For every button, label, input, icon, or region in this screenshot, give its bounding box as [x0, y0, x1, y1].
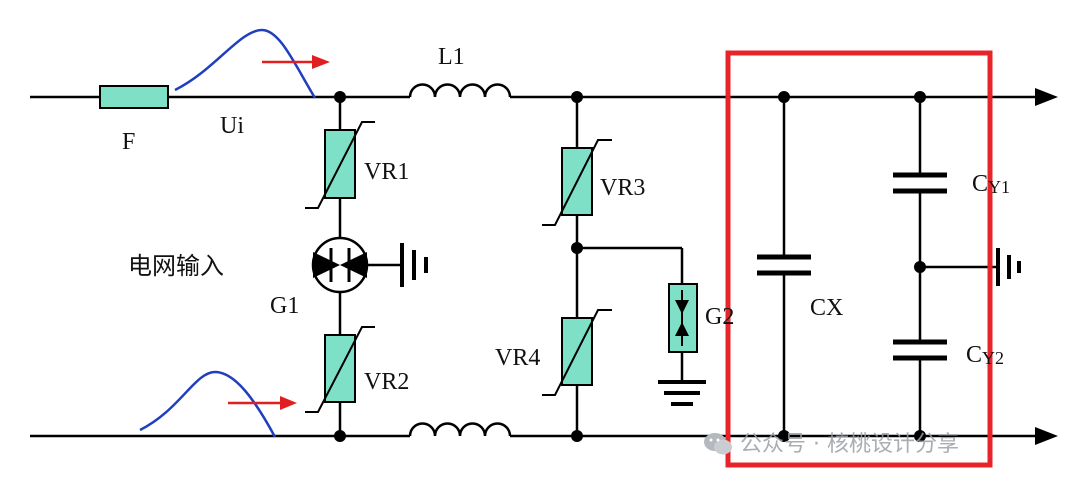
- wechat-icon: [703, 432, 733, 456]
- label-vr4: VR4: [495, 345, 541, 371]
- label-grid-input: 电网输入: [128, 252, 224, 280]
- y-ground: [920, 248, 1021, 286]
- inductor-top: [408, 83, 512, 98]
- label-fuse: F: [122, 129, 136, 155]
- label-g2: G2: [705, 304, 735, 330]
- label-cy1-prefix: C: [972, 171, 989, 197]
- label-cx: CX: [810, 295, 844, 321]
- surge-arrow-bottom: [228, 396, 297, 410]
- label-l1: L1: [438, 44, 465, 70]
- label-cy2-prefix: C: [966, 342, 983, 368]
- label-vr3: VR3: [600, 175, 646, 201]
- bottom-rail-arrow: [1035, 427, 1058, 445]
- gas-tube-g2: [658, 283, 706, 406]
- label-ui: Ui: [220, 113, 244, 139]
- label-vr1: VR1: [364, 159, 410, 185]
- capacitor-cy1: [893, 97, 947, 342]
- label-g1: G1: [270, 293, 300, 319]
- watermark-text: 公众号 · 核桃设计分享: [740, 432, 959, 457]
- gas-tube-g1: [311, 236, 428, 294]
- varistor-vr1: [305, 121, 375, 209]
- label-cy2: CY2: [966, 343, 1004, 367]
- label-cy1-sub: Y1: [988, 177, 1011, 197]
- junction-dots: [334, 91, 926, 442]
- varistor-vr3: [542, 139, 612, 226]
- surge-curve-bottom: [139, 370, 277, 438]
- capacitor-cx: [757, 97, 811, 436]
- label-cy1: CY1: [972, 172, 1010, 196]
- label-vr2: VR2: [364, 369, 410, 395]
- highlight-box: [725, 50, 993, 468]
- label-cy2-sub: Y2: [982, 348, 1005, 368]
- varistor-vr4: [542, 309, 612, 396]
- inductor-bottom: [408, 422, 512, 437]
- varistor-vr2: [305, 326, 375, 413]
- surge-arrow-top: [262, 55, 330, 69]
- capacitor-cy2: [893, 339, 947, 436]
- top-rail-arrow: [1035, 88, 1058, 106]
- branch-2-wires: [575, 97, 684, 436]
- fuse: [99, 85, 169, 109]
- surge-curve-top: [174, 28, 317, 99]
